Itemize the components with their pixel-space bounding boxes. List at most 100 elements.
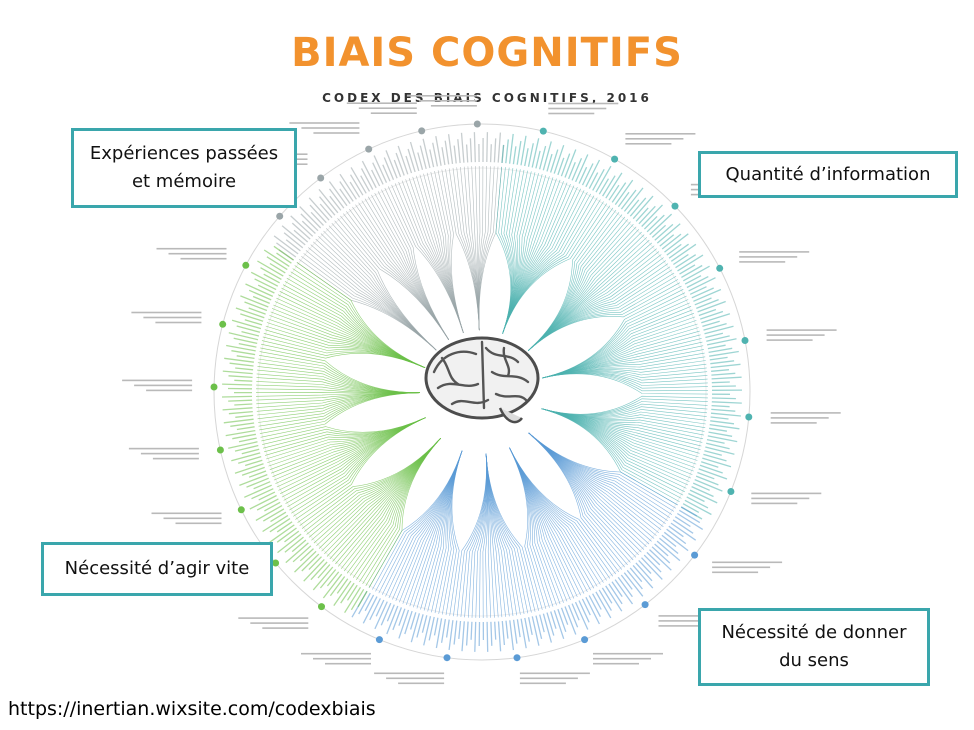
bias-label-tick	[300, 213, 319, 232]
category-caption-line	[346, 102, 417, 104]
category-caption-line	[143, 316, 202, 319]
bias-label-tick	[440, 618, 447, 643]
bias-label-tick	[709, 356, 728, 361]
branch-line	[296, 262, 437, 351]
bias-label-tick	[553, 144, 565, 174]
bias-label-tick	[256, 498, 279, 511]
bias-label-tick	[585, 596, 600, 625]
branch-line	[528, 432, 639, 556]
branch-line	[509, 447, 561, 605]
branch-line	[257, 366, 421, 394]
bias-label-tick	[516, 140, 522, 165]
category-caption-line	[712, 561, 783, 564]
bias-label-tick	[357, 590, 368, 608]
category-node	[716, 264, 724, 272]
bias-label-tick	[245, 283, 274, 297]
branch-line	[434, 450, 463, 614]
category-caption-line	[289, 122, 360, 124]
branch-line	[445, 168, 480, 331]
bias-label-tick	[423, 616, 432, 646]
bias-label-tick	[585, 159, 601, 188]
branch-line	[367, 196, 449, 340]
bias-label-tick	[581, 163, 594, 186]
category-node	[745, 413, 753, 421]
bias-label-tick	[398, 609, 410, 639]
bias-label-tick	[656, 540, 681, 562]
bias-label-tick	[711, 397, 736, 400]
bias-label-tick	[336, 578, 349, 594]
bias-label-tick	[710, 360, 735, 365]
category-caption-line	[593, 662, 639, 665]
bias-label-tick	[410, 613, 421, 643]
category-caption-line	[751, 497, 810, 500]
branch-line	[541, 408, 678, 506]
bias-label-tick	[241, 448, 260, 455]
bias-label-tick	[380, 602, 392, 626]
bias-label-tick	[542, 613, 553, 643]
bias-label-tick	[448, 620, 454, 650]
bias-label-tick	[711, 381, 730, 384]
bias-label-tick	[553, 610, 565, 640]
category-caption-line	[370, 112, 417, 114]
bias-label-tick	[646, 214, 665, 233]
category-caption-line	[770, 417, 829, 419]
bias-label-tick	[257, 284, 275, 294]
bias-label-tick	[360, 175, 371, 192]
category-caption-line	[301, 652, 371, 655]
bias-label-tick	[235, 414, 254, 418]
bias-label-tick	[678, 509, 701, 524]
bias-label-tick	[248, 470, 267, 478]
bias-label-tick	[659, 234, 675, 247]
bias-label-tick	[235, 307, 265, 319]
branch-line	[541, 395, 708, 415]
bias-label-tick	[709, 350, 739, 357]
bias-label-tick	[238, 455, 262, 464]
bias-label-tick	[284, 530, 300, 543]
bias-label-tick	[684, 499, 712, 516]
bias-label-tick	[608, 583, 623, 605]
bias-label-tick	[608, 184, 620, 201]
category-caption-line	[751, 492, 822, 495]
bias-label-tick	[651, 546, 671, 564]
branch-line	[308, 437, 441, 538]
bias-label-tick	[617, 576, 633, 598]
branch-line	[259, 392, 421, 431]
bias-label-tick	[711, 369, 730, 372]
branch-line	[542, 320, 697, 379]
branch-line	[265, 417, 426, 456]
bias-label-tick	[705, 332, 724, 339]
bias-label-tick	[232, 433, 257, 440]
category-caption-line	[163, 517, 222, 520]
bias-label-tick	[270, 511, 287, 523]
bias-label-tick	[349, 181, 361, 198]
bias-label-tick	[535, 615, 543, 640]
bias-label-tick	[605, 172, 623, 199]
bias-label-tick	[706, 335, 730, 342]
bias-label-tick	[458, 620, 462, 639]
category-node	[272, 559, 280, 567]
inner-ring	[257, 167, 707, 617]
bias-label-tick	[505, 139, 509, 164]
bias-label-tick	[432, 142, 439, 167]
category-caption-line	[146, 389, 193, 392]
bias-label-tick	[294, 550, 317, 573]
branch-line	[334, 220, 437, 351]
branch-line	[356, 437, 441, 580]
bias-label-tick	[241, 330, 260, 337]
bias-label-tick	[611, 182, 627, 203]
bias-label-tick	[707, 344, 726, 350]
bias-label-tick	[688, 492, 705, 503]
bias-label-tick	[290, 215, 314, 237]
bias-label-tick	[710, 416, 729, 420]
bias-label-tick	[696, 298, 719, 310]
page-title: BIAIS COGNITIFS	[291, 30, 683, 76]
bias-label-tick	[362, 596, 378, 624]
category-caption-line	[770, 412, 841, 414]
branch-line	[527, 229, 640, 351]
bias-label-tick	[339, 173, 357, 200]
bias-label-tick	[501, 144, 505, 163]
bias-label-tick	[416, 614, 424, 638]
bias-label-tick	[229, 362, 254, 367]
bias-label-tick	[276, 252, 292, 264]
branch-line	[282, 284, 426, 368]
